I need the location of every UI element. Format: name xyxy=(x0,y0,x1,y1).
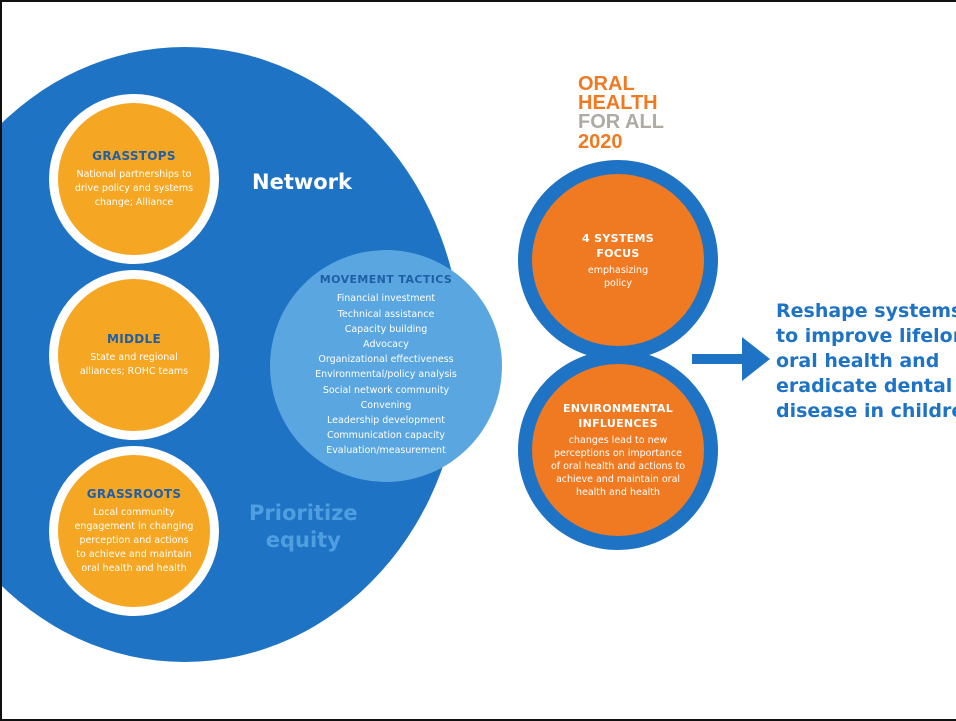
grassroots-desc: Local community engagement in changing p… xyxy=(74,506,194,574)
equity-label: Prioritize equity xyxy=(249,500,358,554)
grasstops-desc: National partnerships to drive policy an… xyxy=(74,168,194,208)
outcome-line2: to improve lifelong xyxy=(776,325,956,347)
tactic-item: Evaluation/measurement xyxy=(326,445,446,457)
logo-line4: 2020 xyxy=(578,131,623,152)
grassroots-circle: GRASSROOTS Local community engagement in… xyxy=(49,446,219,616)
outcome-line4: eradicate dental xyxy=(776,375,953,397)
tactic-item: Capacity building xyxy=(344,323,428,335)
tactic-item: Technical assistance xyxy=(337,308,435,320)
outcome-statement: Reshape systems to improve lifelong oral… xyxy=(776,299,956,424)
environmental-influences-title-line2: INFLUENCES xyxy=(578,417,658,430)
grassroots-title: GRASSROOTS xyxy=(86,486,182,501)
tactic-item: Organizational effectiveness xyxy=(318,354,454,366)
equity-label-line1: Prioritize xyxy=(249,501,358,525)
systems-focus-circle: 4 SYSTEMS FOCUS emphasizing policy xyxy=(518,160,718,360)
middle-circle-inner: MIDDLE State and regional alliances; ROH… xyxy=(58,279,210,431)
grasstops-circle: GRASSTOPS National partnerships to drive… xyxy=(49,94,219,264)
systems-focus-title-line2: FOCUS xyxy=(596,246,640,260)
grassroots-circle-inner: GRASSROOTS Local community engagement in… xyxy=(58,455,210,607)
tactic-item: Leadership development xyxy=(327,415,445,426)
outcome-line1: Reshape systems xyxy=(776,300,956,322)
systems-focus-desc: emphasizing policy xyxy=(587,264,649,289)
arrow-right-icon xyxy=(692,337,770,381)
tactic-item: Advocacy xyxy=(363,338,409,350)
logo-line1: ORAL xyxy=(578,73,635,95)
tactic-item: Social network community xyxy=(322,384,450,396)
network-label: Network xyxy=(252,170,353,194)
grasstops-title: GRASSTOPS xyxy=(92,148,176,163)
systems-focus-title: 4 SYSTEMS FOCUS xyxy=(582,231,654,261)
tactic-item: Financial investment xyxy=(336,293,436,305)
tactic-item: Convening xyxy=(360,399,412,411)
middle-title: MIDDLE xyxy=(107,331,161,346)
systems-focus-circle-inner: 4 SYSTEMS FOCUS emphasizing policy xyxy=(532,174,704,346)
logo-line3: FOR ALL xyxy=(578,111,664,133)
tactic-item: Communication capacity xyxy=(326,430,445,442)
environmental-influences-title: ENVIRONMENTAL INFLUENCES xyxy=(563,401,673,431)
environmental-influences-circle-inner: ENVIRONMENTAL INFLUENCES changes lead to… xyxy=(532,364,704,536)
oral-health-2020-logo: ORAL HEALTH FOR ALL 2020 xyxy=(578,73,664,152)
outcome-line5: disease in children xyxy=(776,400,956,422)
systems-focus-title-line1: 4 SYSTEMS xyxy=(582,231,654,245)
middle-desc: State and regional alliances; ROHC teams xyxy=(79,351,189,377)
equity-label-line2: equity xyxy=(265,528,341,552)
outcome-line3: oral health and xyxy=(776,350,940,372)
environmental-influences-desc: changes lead to new perceptions on impor… xyxy=(550,435,686,498)
grasstops-circle-inner: GRASSTOPS National partnerships to drive… xyxy=(58,103,210,255)
movement-tactics-title: MOVEMENT TACTICS xyxy=(319,273,453,287)
middle-circle: MIDDLE State and regional alliances; ROH… xyxy=(49,270,219,440)
tactic-item: Environmental/policy analysis xyxy=(315,369,457,381)
movement-tactics-circle: MOVEMENT TACTICS Financial investment Te… xyxy=(270,250,502,482)
environmental-influences-circle: ENVIRONMENTAL INFLUENCES changes lead to… xyxy=(518,350,718,550)
environmental-influences-title-line1: ENVIRONMENTAL xyxy=(562,402,674,415)
logo-line2: HEALTH xyxy=(578,92,658,114)
